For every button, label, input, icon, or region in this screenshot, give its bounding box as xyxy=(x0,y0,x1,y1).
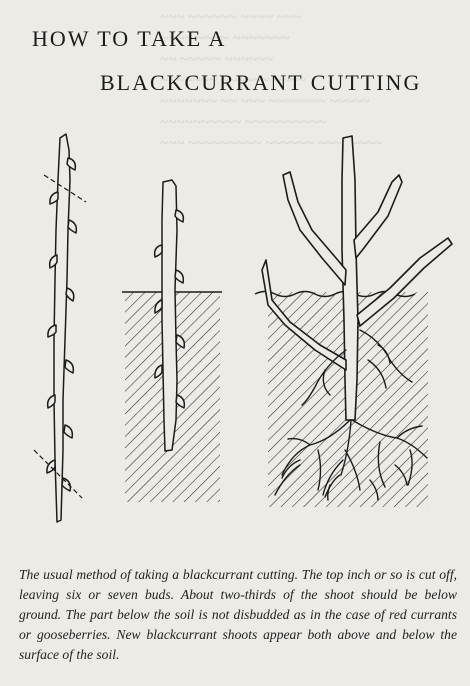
cutting-illustration xyxy=(0,120,470,560)
figure-caption: The usual method of taking a blackcurran… xyxy=(19,565,457,665)
rooted-cutting-figure xyxy=(255,136,452,507)
heading-line-1: HOW TO TAKE A xyxy=(32,26,226,52)
shoot-figure xyxy=(34,134,86,522)
planted-cutting-figure xyxy=(122,180,222,502)
heading-line-2: BLACKCURRANT CUTTING xyxy=(100,70,421,96)
